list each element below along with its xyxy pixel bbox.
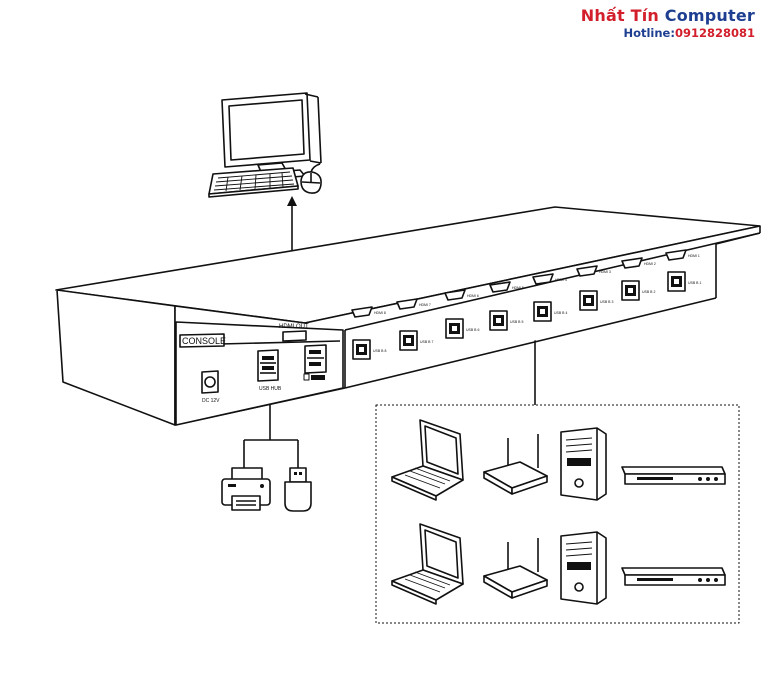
- brand-name-part2: Computer: [664, 6, 755, 25]
- usb-port-label: USB B 8: [373, 349, 386, 353]
- devices-group-box: [375, 404, 740, 624]
- usb-port-label: USB B 4: [554, 311, 567, 315]
- hdmi-port-label: HDMI 8: [374, 311, 386, 315]
- hdmi-port-row: [351, 249, 687, 318]
- usb-b-port-6: [445, 318, 464, 339]
- hdmi-out-label: HDMI OUT: [279, 324, 309, 330]
- pc-tower-icon: [560, 531, 607, 605]
- usb-port-label: USB B 3: [600, 300, 613, 304]
- hdmi-port-label: HDMI 1: [688, 254, 700, 258]
- hdmi-port-label: HDMI 5: [512, 286, 524, 290]
- usb-port-row: [352, 271, 686, 360]
- usb-b-port-2: [621, 280, 640, 301]
- usb-b-port-3: [579, 290, 598, 311]
- hotline-label: Hotline:: [623, 26, 675, 40]
- usb-b-port-1: [667, 271, 686, 292]
- usb-port-labels: USB B 8 USB B 7 USB B 6 USB B 5 USB B 4 …: [373, 281, 701, 353]
- console-label: CONSOLE: [182, 336, 226, 346]
- keyboard-icon: [208, 167, 299, 198]
- hdmi-port-1: [665, 249, 687, 261]
- hdmi-port-label: HDMI 3: [599, 270, 611, 274]
- printer-icon: [221, 467, 271, 511]
- cable-usb-hub: [243, 382, 299, 468]
- kvm-switch: [55, 206, 761, 426]
- power-label: DC 12V: [202, 398, 220, 404]
- usb-hub-label: USB HUB: [259, 386, 282, 392]
- hdmi-port-label: HDMI 4: [555, 278, 567, 282]
- usb-b-port-8: [352, 339, 371, 360]
- pc-tower-icon: [560, 427, 607, 501]
- router-icon: [483, 434, 548, 495]
- hotline: Hotline:0912828081: [581, 26, 755, 40]
- hdmi-port-label: HDMI 7: [419, 303, 431, 307]
- hdmi-port-5: [489, 281, 511, 293]
- hdmi-port-label: HDMI 2: [644, 262, 656, 266]
- router-icon: [483, 538, 548, 599]
- hdmi-port-8: [351, 306, 373, 318]
- usb-port-label: USB B 6: [466, 328, 479, 332]
- usb-b-port-4: [533, 301, 552, 322]
- usb-port-label: USB B 7: [420, 340, 433, 344]
- usb-port-label: USB B 5: [510, 320, 523, 324]
- brand-name-part1: Nhất Tín: [580, 6, 659, 25]
- usb-drive-icon: [284, 467, 312, 512]
- usb-port-label: USB B 1: [688, 281, 701, 285]
- monitor-icon: [221, 92, 322, 181]
- hdmi-port-2: [621, 257, 643, 269]
- dvd-player-icon: [621, 567, 726, 586]
- hdmi-port-label: HDMI 6: [467, 294, 479, 298]
- mouse-icon: [300, 163, 322, 194]
- usb-b-port-5: [489, 310, 508, 331]
- hdmi-port-labels: HDMI 8 HDMI 7 HDMI 6 HDMI 5 HDMI 4 HDMI …: [374, 254, 700, 315]
- hdmi-port-7: [396, 298, 418, 310]
- usb-port-label: USB B 2: [642, 290, 655, 294]
- hdmi-port-3: [576, 265, 598, 277]
- laptop-icon: [391, 523, 464, 605]
- brand-name: Nhất Tín Computer: [581, 6, 755, 25]
- hdmi-port-4: [532, 273, 554, 285]
- watermark: Nhất Tín Computer Hotline:0912828081: [581, 6, 755, 40]
- hdmi-port-6: [444, 289, 466, 301]
- hotline-number: 0912828081: [674, 26, 755, 40]
- laptop-icon: [391, 419, 464, 501]
- dvd-player-icon: [621, 466, 726, 485]
- usb-b-port-7: [399, 330, 418, 351]
- console-panel: [179, 330, 327, 394]
